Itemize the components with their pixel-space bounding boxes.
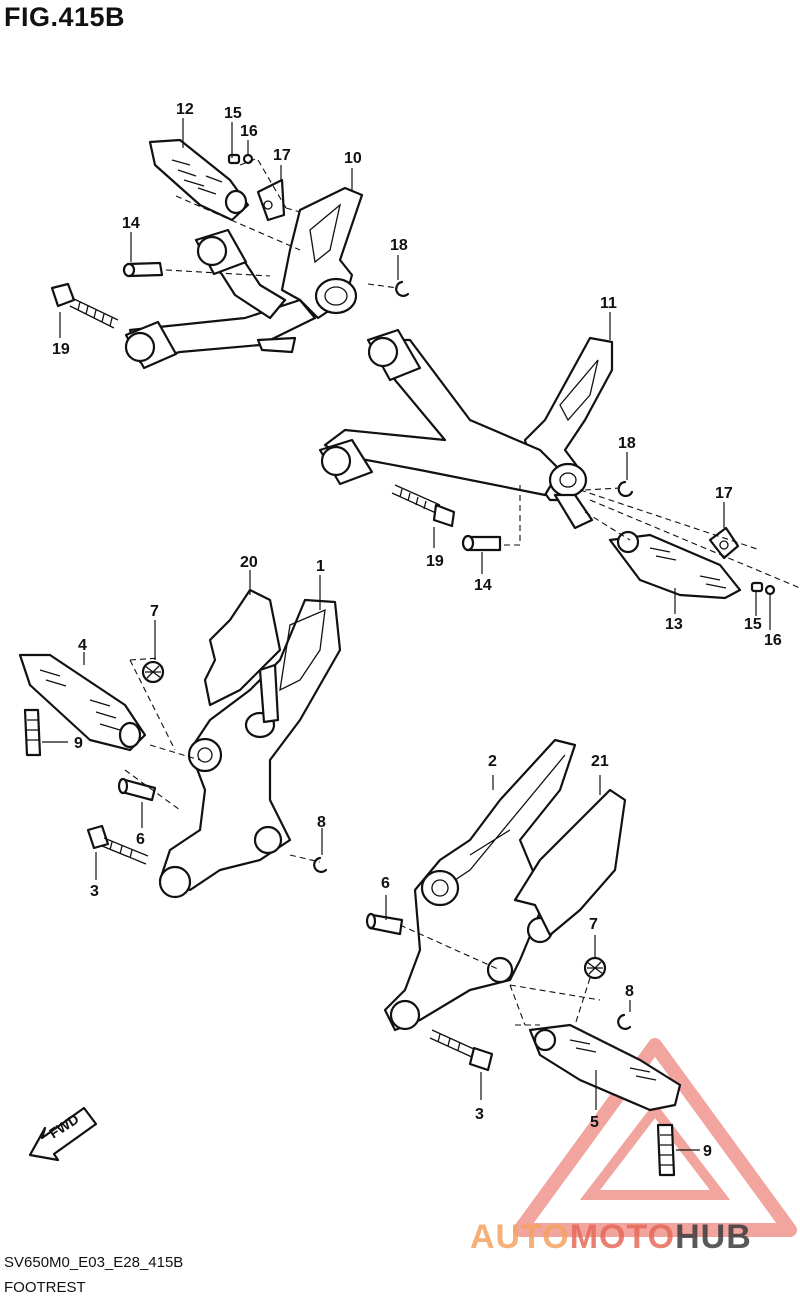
callout-10: 10 (344, 150, 362, 167)
callout-20: 20 (240, 554, 258, 571)
watermark-logo (513, 1038, 797, 1237)
front-footrest-bracket-left (158, 598, 342, 899)
callout-2: 2 (488, 753, 497, 770)
adjust-bolt-9-right (656, 1123, 676, 1177)
callout-6: 6 (381, 875, 390, 892)
adjust-bolt-9-left (23, 708, 42, 757)
spring-7-left (141, 660, 165, 684)
spring-7-right (583, 956, 607, 980)
callout-17: 17 (273, 147, 291, 164)
heel-guard-21 (513, 788, 627, 937)
fwd-arrow-icon (28, 1106, 98, 1162)
callout-3: 3 (90, 883, 99, 900)
pin-14-lower (461, 534, 502, 552)
callout-4: 4 (78, 637, 87, 654)
leader-lines-right (433, 312, 800, 630)
small-parts-15-16-upper (227, 153, 254, 165)
callout-13: 13 (665, 616, 683, 633)
pin-14-upper (122, 261, 164, 278)
front-footpeg-left (18, 653, 147, 752)
small-parts-15-16-lower (750, 581, 776, 596)
callout-21: 21 (591, 753, 609, 770)
diagram-code: SV650M0_E03_E28_415B (4, 1254, 184, 1271)
leader-lines-lower-left (42, 570, 323, 880)
callout-17: 17 (715, 485, 733, 502)
pin-6-right (365, 912, 404, 936)
rear-footpeg-left (148, 138, 250, 222)
spring-plate-17-lower (708, 526, 740, 560)
callout-7: 7 (150, 603, 159, 620)
clip-18-lower (617, 480, 634, 498)
callout-14: 14 (122, 215, 140, 232)
rear-footrest-bracket-left (124, 186, 364, 370)
callout-18: 18 (390, 237, 408, 254)
diagram-caption: FOOTREST (4, 1279, 86, 1296)
callout-1: 1 (316, 558, 325, 575)
watermark-moto: MOTO (569, 1218, 676, 1256)
callout-14: 14 (474, 577, 492, 594)
clip-18-upper (395, 280, 410, 297)
bolt-3-right (429, 1029, 494, 1072)
clip-8-left (313, 856, 328, 873)
callout-7: 7 (589, 916, 598, 933)
heel-guard-20 (203, 588, 282, 707)
callout-9: 9 (703, 1143, 712, 1160)
leader-lines-upper (59, 118, 399, 338)
callout-19: 19 (52, 341, 70, 358)
callout-labels: 12 15 16 17 10 14 18 19 11 18 17 19 14 1… (52, 101, 782, 1160)
watermark-text: AUTOMOTOHUB (470, 1218, 752, 1257)
pin-6-left (117, 777, 157, 802)
callout-6: 6 (136, 831, 145, 848)
watermark-auto: AUTO (470, 1218, 570, 1256)
front-footpeg-right (528, 1023, 682, 1112)
bolt-19-lower (391, 484, 456, 528)
callout-8: 8 (317, 814, 326, 831)
rear-footpeg-right (608, 530, 742, 600)
callout-16: 16 (240, 123, 258, 140)
callout-11: 11 (600, 295, 617, 312)
callout-3: 3 (475, 1106, 484, 1123)
spring-plate-17-upper (256, 178, 286, 222)
clip-8-right (617, 1013, 632, 1030)
callout-18: 18 (618, 435, 636, 452)
watermark-hub: HUB (675, 1218, 752, 1256)
callout-16: 16 (764, 632, 782, 649)
front-footrest-bracket-right (383, 738, 577, 1032)
bolt-19-upper (50, 282, 119, 329)
rear-footrest-bracket-right (318, 328, 614, 530)
callout-19: 19 (426, 553, 444, 570)
figure-title: FIG.415B (4, 2, 126, 32)
callout-9: 9 (74, 735, 83, 752)
callout-15: 15 (744, 616, 762, 633)
callout-8: 8 (625, 983, 634, 1000)
bolt-3-left (86, 824, 149, 865)
leader-lines-lower-right (385, 775, 700, 1151)
callout-15: 15 (224, 105, 242, 122)
callout-12: 12 (176, 101, 194, 118)
callout-5: 5 (590, 1114, 599, 1131)
